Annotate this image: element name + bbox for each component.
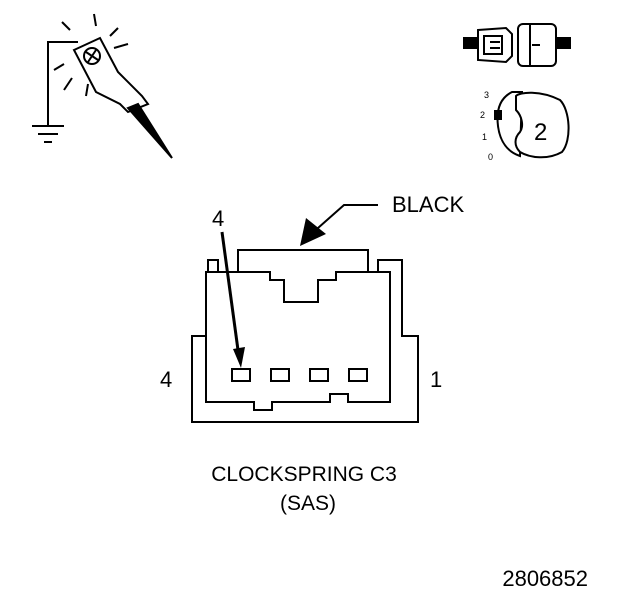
key-scale-1: 1 bbox=[482, 132, 487, 142]
test-probe-icon bbox=[32, 13, 173, 159]
color-callout bbox=[300, 204, 378, 246]
cavity-4 bbox=[231, 368, 251, 382]
connector-color-label: BLACK bbox=[392, 192, 464, 217]
connector-subtitle: (SAS) bbox=[280, 492, 336, 515]
right-pin-label: 1 bbox=[430, 367, 442, 392]
cavity-2 bbox=[309, 368, 329, 382]
connector-face bbox=[191, 249, 419, 423]
pointer-pin-label: 4 bbox=[212, 206, 224, 231]
key-scale-2: 2 bbox=[480, 110, 485, 120]
key-scale-0: 0 bbox=[488, 152, 493, 162]
key-scale-3: 3 bbox=[484, 90, 489, 100]
left-pin-label: 4 bbox=[160, 367, 172, 392]
connector-icon bbox=[463, 23, 571, 67]
ignition-key-icon: 3 2 1 0 2 bbox=[480, 90, 570, 162]
figure-number: 2806852 bbox=[502, 566, 588, 591]
pin-pointer-arrow bbox=[220, 231, 245, 368]
connector-name: CLOCKSPRING C3 bbox=[211, 463, 397, 486]
key-position-label: 2 bbox=[534, 119, 547, 146]
cavity-3 bbox=[270, 368, 290, 382]
cavity-1 bbox=[348, 368, 368, 382]
